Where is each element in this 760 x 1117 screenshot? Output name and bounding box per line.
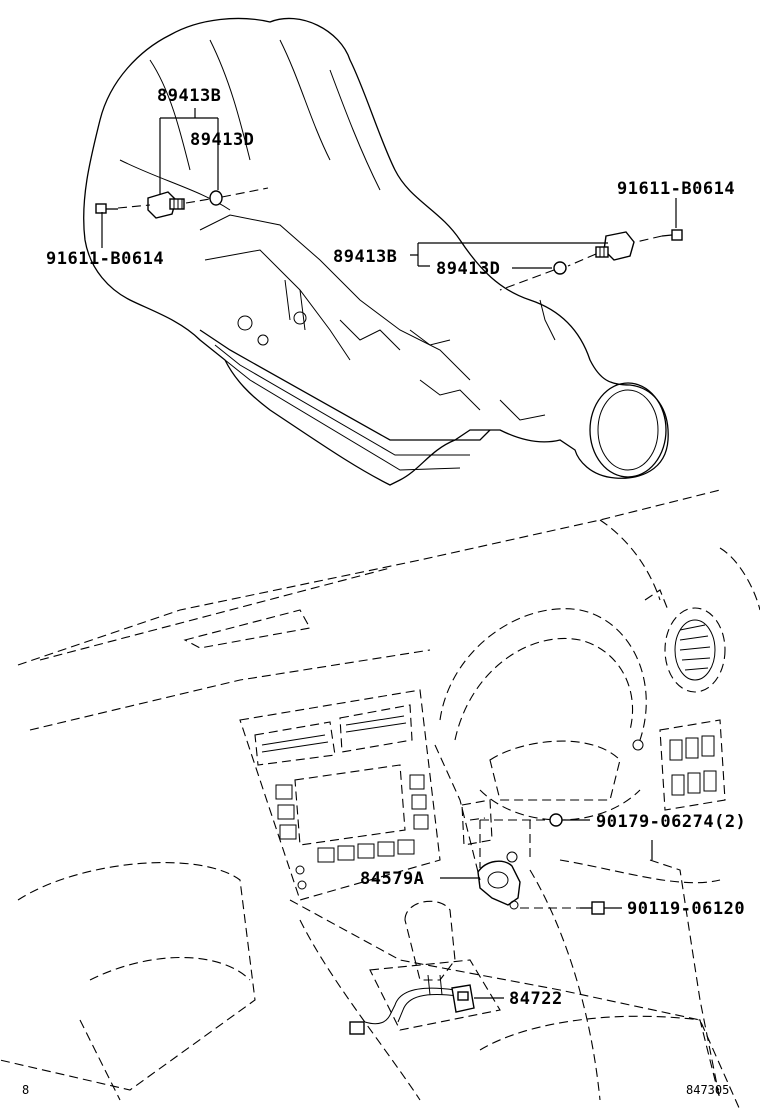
o-ring-right-part [553,261,567,275]
speed-sensor-left-part [147,191,185,219]
transmission-assembly [83,17,683,486]
dashboard-interior [0,489,760,1111]
callout-89413d-upper: 89413D [190,130,254,150]
callout-89413b-right: 89413B [333,247,397,267]
callout-90119-06120: 90119-06120 [627,899,745,919]
bolt-right-part [661,229,683,241]
callout-84722: 84722 [509,989,563,1009]
clip-part [549,813,563,827]
speed-sensor-right-part [595,231,635,261]
callout-89413b-upper: 89413B [157,86,221,106]
connector-part [349,1021,365,1035]
callout-90179-06274: 90179-06274(2) [596,812,746,832]
o-ring-left-part [209,190,223,206]
callout-91611-b0614-left: 91611-B0614 [46,249,164,269]
figure-number: 847305 [686,1083,729,1097]
screw-part [580,901,605,915]
bolt-left-part [95,203,118,214]
shift-switch-part [451,984,475,1013]
bracket-part [477,851,521,910]
callout-91611-b0614-right: 91611-B0614 [617,179,735,199]
callout-84579a: 84579A [360,869,424,889]
callout-89413d-right: 89413D [436,259,500,279]
footer-left-mark: 8 [22,1083,29,1097]
